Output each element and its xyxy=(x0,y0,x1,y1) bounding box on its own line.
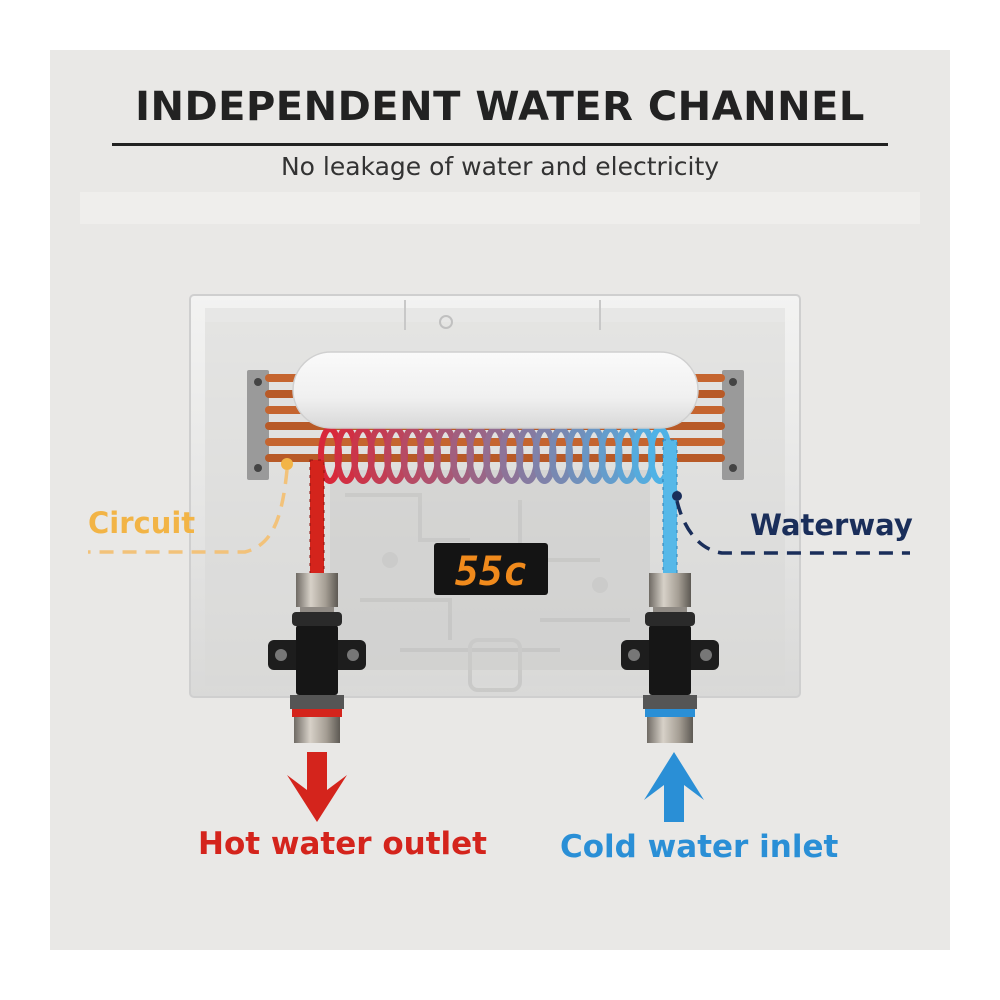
title-underline xyxy=(112,143,888,146)
right-bracket xyxy=(722,370,744,480)
circuit-label: Circuit xyxy=(88,506,196,540)
hot-pipe xyxy=(310,460,324,575)
cold-water-inlet-label: Cold water inlet xyxy=(560,829,839,865)
temperature-display: 55c xyxy=(434,543,548,595)
faint-band xyxy=(80,192,920,224)
hot-outlet-fitting xyxy=(268,573,366,743)
cold-water-up-arrow xyxy=(644,752,704,822)
water-coil xyxy=(318,426,672,484)
hot-water-down-arrow xyxy=(287,752,347,822)
cold-pipe xyxy=(663,440,677,575)
page-title: INDEPENDENT WATER CHANNEL xyxy=(135,84,865,130)
circuit-callout-line xyxy=(88,458,293,554)
waterway-label: Waterway xyxy=(750,508,913,542)
hot-water-outlet-label: Hot water outlet xyxy=(198,826,487,862)
waterway-callout-line xyxy=(672,491,910,555)
display-reading: 55c xyxy=(455,549,527,595)
page-subtitle: No leakage of water and electricity xyxy=(280,152,720,181)
heating-cylinder xyxy=(292,351,699,429)
cold-inlet-fitting xyxy=(621,573,719,743)
left-bracket xyxy=(247,370,269,480)
